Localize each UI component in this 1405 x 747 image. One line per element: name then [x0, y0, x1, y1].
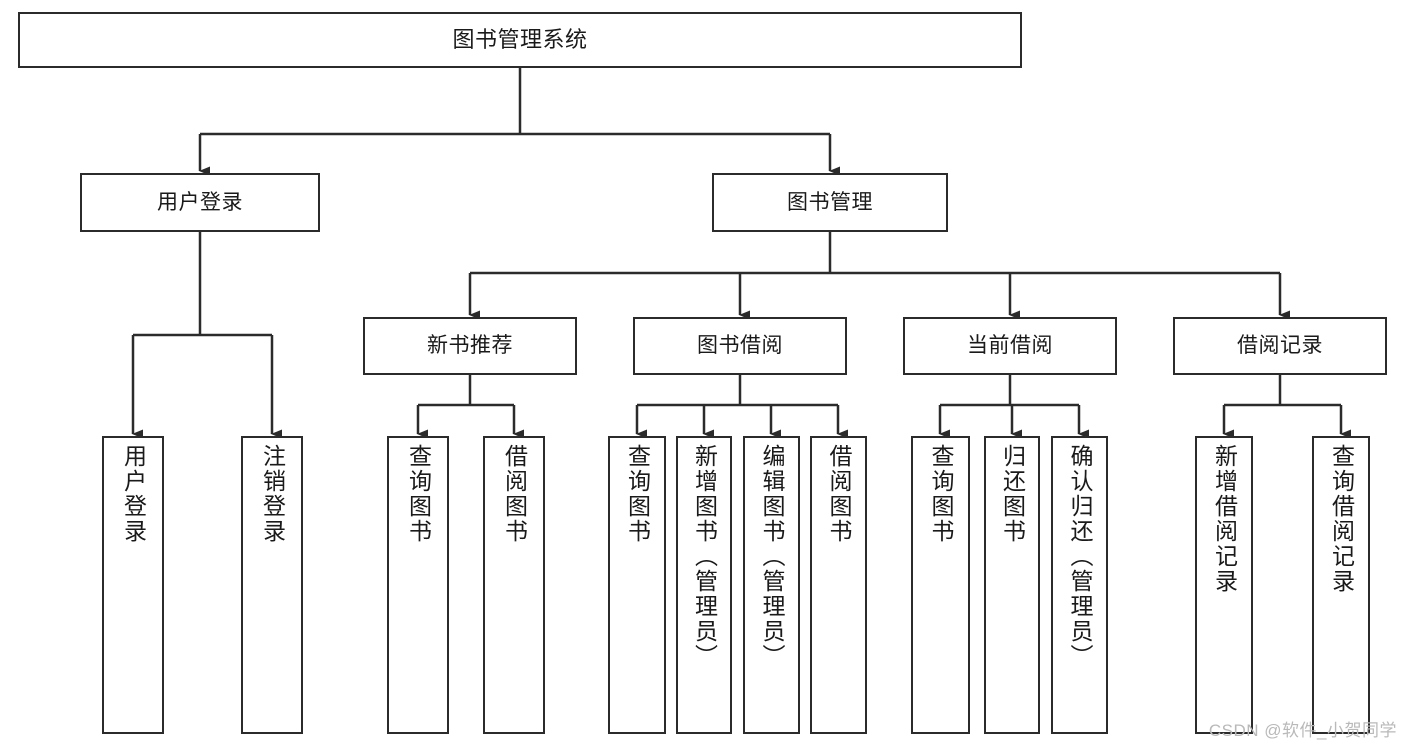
node-book-borrow[interactable]: 图书借阅 [633, 317, 847, 375]
node-label: 编辑图书（管理员） [759, 444, 785, 669]
node-label: 查询图书 [928, 444, 954, 544]
node-borrow-record[interactable]: 借阅记录 [1173, 317, 1387, 375]
node-label: 用户登录 [120, 444, 147, 544]
node-label: 查询图书 [624, 444, 651, 544]
node-book-manage[interactable]: 图书管理 [712, 173, 948, 232]
node-leaf-add-record[interactable]: 新增借阅记录 [1195, 436, 1253, 734]
node-leaf-query-book-2[interactable]: 查询图书 [608, 436, 666, 734]
node-label: 确认归还（管理员） [1067, 444, 1093, 669]
node-label: 归还图书 [999, 444, 1026, 544]
node-user-login[interactable]: 用户登录 [80, 173, 320, 232]
node-label: 用户登录 [157, 190, 243, 214]
node-label: 新书推荐 [427, 334, 513, 358]
node-new-book-recommend[interactable]: 新书推荐 [363, 317, 577, 375]
node-leaf-return-book[interactable]: 归还图书 [984, 436, 1040, 734]
node-leaf-user-login[interactable]: 用户登录 [102, 436, 164, 734]
node-label: 图书管理 [787, 190, 873, 214]
node-leaf-borrow-book-2[interactable]: 借阅图书 [810, 436, 867, 734]
node-label: 图书管理系统 [452, 26, 588, 52]
edge-group [131, 68, 1351, 439]
node-label: 查询图书 [405, 444, 432, 544]
node-label: 查询借阅记录 [1328, 444, 1355, 594]
node-leaf-query-book-3[interactable]: 查询图书 [911, 436, 970, 734]
node-current-borrow[interactable]: 当前借阅 [903, 317, 1117, 375]
node-label: 新增图书（管理员） [691, 444, 718, 669]
node-leaf-add-book[interactable]: 新增图书（管理员） [676, 436, 732, 734]
node-label: 图书借阅 [697, 334, 783, 358]
node-label: 当前借阅 [967, 334, 1053, 358]
node-label: 新增借阅记录 [1211, 444, 1238, 594]
node-label: 注销登录 [259, 444, 286, 544]
node-leaf-borrow-book-1[interactable]: 借阅图书 [483, 436, 545, 734]
node-label: 借阅图书 [501, 444, 528, 544]
node-label: 借阅图书 [826, 444, 852, 544]
node-leaf-query-record[interactable]: 查询借阅记录 [1312, 436, 1370, 734]
watermark-text: CSDN @软件_小贺同学 [1208, 721, 1397, 740]
node-label: 借阅记录 [1237, 334, 1323, 358]
node-leaf-query-book-1[interactable]: 查询图书 [387, 436, 449, 734]
node-leaf-logout[interactable]: 注销登录 [241, 436, 303, 734]
node-leaf-confirm-return[interactable]: 确认归还（管理员） [1051, 436, 1108, 734]
node-leaf-edit-book[interactable]: 编辑图书（管理员） [743, 436, 800, 734]
node-root-system[interactable]: 图书管理系统 [18, 12, 1022, 68]
